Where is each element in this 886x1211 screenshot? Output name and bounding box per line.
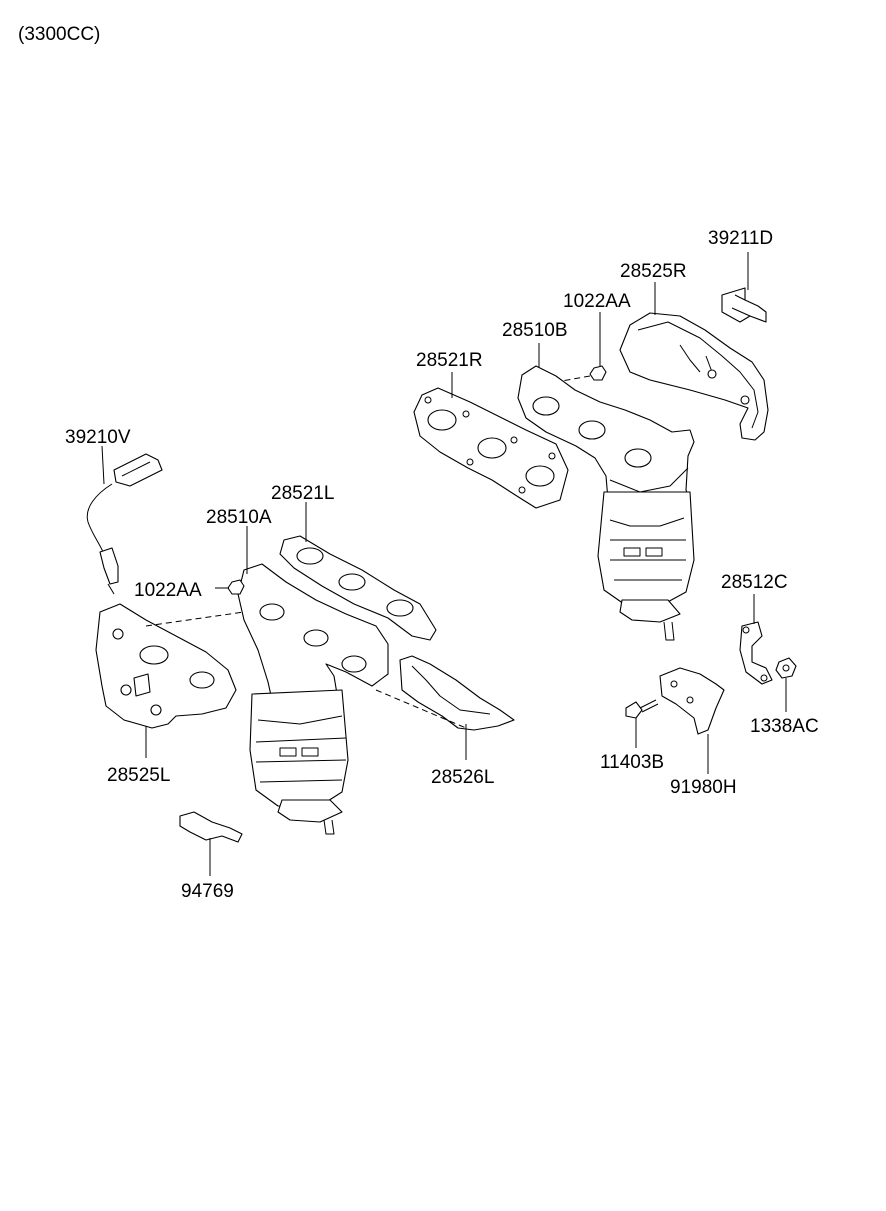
heat-protector-28525R (619, 312, 769, 441)
oxygen-sensor-39210V (86, 453, 163, 595)
part-label-28521R: 28521R (416, 350, 483, 371)
part-label-28521L: 28521L (271, 483, 334, 504)
bracket-39211D (721, 287, 767, 323)
part-label-28510A: 28510A (206, 507, 272, 528)
part-label-39210V: 39210V (65, 427, 131, 448)
engine-size-label: (3300CC) (18, 24, 100, 45)
nut-1022AA-right (589, 365, 607, 381)
bracket-94769 (179, 811, 243, 843)
part-label-28512C: 28512C (721, 572, 788, 593)
part-label-28510B: 28510B (502, 320, 568, 341)
bolt-11403B (625, 699, 659, 719)
gasket-28521R (413, 387, 569, 509)
part-label-1338AC: 1338AC (750, 716, 819, 737)
gasket-28521L (279, 535, 437, 641)
exhaust-manifold-28510A (237, 563, 389, 835)
stay-28512C (739, 621, 773, 685)
nut-1022AA-left (227, 579, 245, 595)
part-label-39211D: 39211D (708, 228, 773, 249)
bracket-91980H (659, 667, 725, 735)
exhaust-manifold-28510B (517, 365, 695, 641)
part-label-94769: 94769 (181, 881, 234, 902)
nut-1338AC (775, 657, 797, 679)
part-label-11403B: 11403B (600, 752, 664, 773)
heat-protector-28525L (95, 603, 237, 729)
heat-shield-28526L (399, 655, 515, 731)
part-label-28525R: 28525R (620, 261, 687, 282)
part-label-1022AA-left: 1022AA (134, 580, 202, 601)
part-label-28526L: 28526L (431, 767, 494, 788)
part-label-1022AA-right: 1022AA (563, 291, 631, 312)
part-label-91980H: 91980H (670, 777, 737, 798)
part-label-28525L: 28525L (107, 765, 170, 786)
